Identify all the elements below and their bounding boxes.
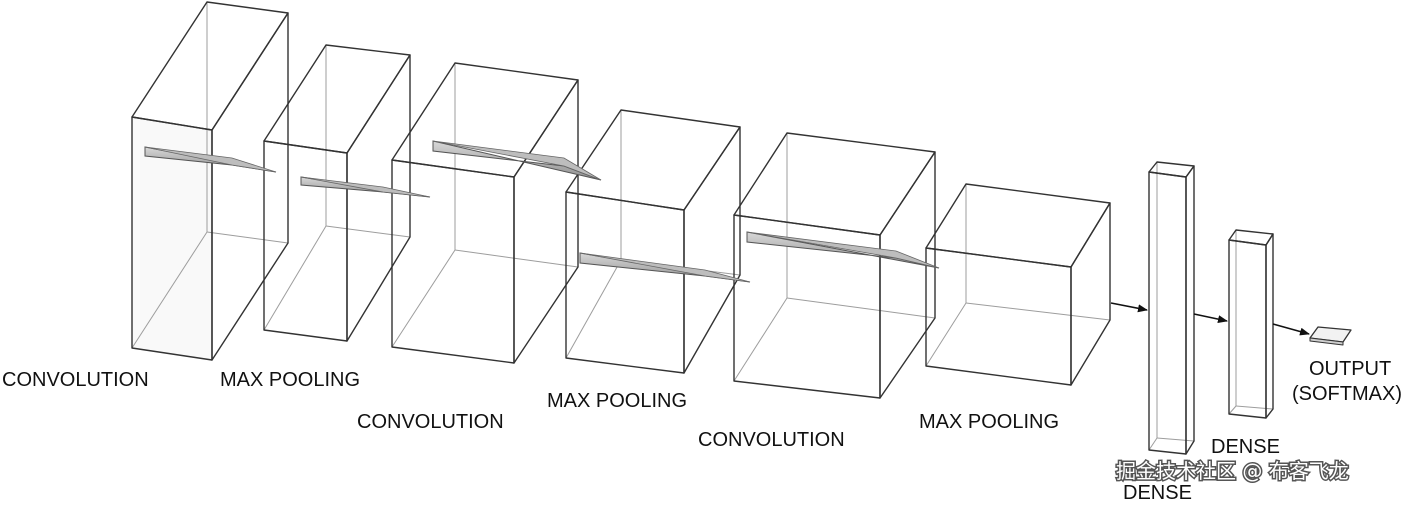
label-dense1: DENSE <box>1123 482 1192 501</box>
layer-pool3 <box>925 183 1111 386</box>
label-pool2: MAX POOLING <box>547 390 687 412</box>
output-plate <box>1309 326 1352 346</box>
label-conv3: CONVOLUTION <box>698 429 845 451</box>
layer-dense1 <box>1148 161 1195 455</box>
arrow-dense-to-dense <box>1193 313 1228 324</box>
label-output-line2: (SOFTMAX) <box>1292 383 1402 405</box>
arrow-dense-to-output <box>1272 323 1310 336</box>
kernel-wedge-2 <box>300 176 431 198</box>
label-output-line1: OUTPUT <box>1309 358 1391 380</box>
kernel-wedges <box>144 140 940 283</box>
layer-pool2 <box>565 109 741 374</box>
arrow-pool-to-dense <box>1110 302 1148 313</box>
kernel-wedge-4 <box>579 252 751 283</box>
layer-pool1 <box>263 44 411 342</box>
layer-conv1 <box>131 1 289 361</box>
watermark-text: 掘金技术社区 @ 布客飞龙 <box>1116 459 1349 483</box>
kernel-wedge-3 <box>432 140 602 181</box>
watermark: 掘金技术社区 @ 布客飞龙 <box>1115 458 1351 485</box>
layer-dense2 <box>1228 229 1274 419</box>
kernel-wedge-5 <box>746 231 940 269</box>
layer-conv2 <box>391 62 579 364</box>
label-pool3: MAX POOLING <box>919 411 1059 433</box>
kernel-wedge-1 <box>144 146 277 173</box>
layer-conv3 <box>733 132 936 399</box>
label-pool1: MAX POOLING <box>220 369 360 391</box>
label-dense2: DENSE <box>1211 436 1280 458</box>
label-conv2: CONVOLUTION <box>357 411 504 433</box>
flow-arrows <box>1110 302 1310 336</box>
layer-labels: CONVOLUTION MAX POOLING CONVOLUTION MAX … <box>2 358 1402 504</box>
label-conv1: CONVOLUTION <box>2 369 149 391</box>
